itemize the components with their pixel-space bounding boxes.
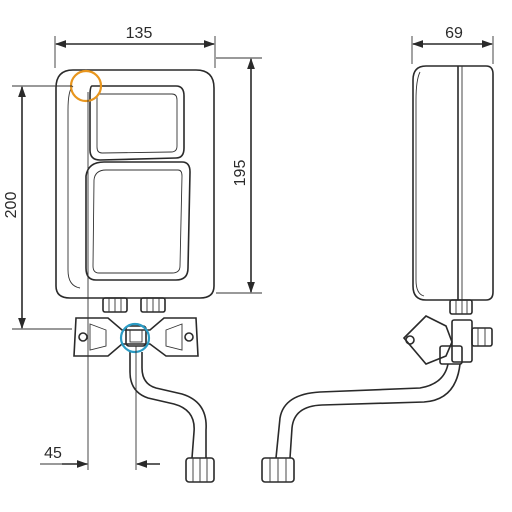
front-lower-panel <box>85 161 191 281</box>
side-view <box>261 65 494 483</box>
width-label: 135 <box>126 25 153 42</box>
dimension-width: 135 <box>54 25 216 68</box>
side-housing <box>412 65 494 301</box>
side-spout <box>275 363 449 459</box>
dimension-depth: 69 <box>411 25 494 64</box>
dimension-total-height: 200 <box>3 85 72 330</box>
total-height-label: 200 <box>3 192 20 219</box>
front-display-panel <box>89 85 185 161</box>
dimension-pipe-offset: 45 <box>40 92 160 470</box>
depth-label: 69 <box>445 25 463 42</box>
front-valve-body <box>73 317 199 357</box>
side-valve-body <box>402 315 453 365</box>
dimension-body-height: 195 <box>216 57 262 294</box>
front-view <box>55 69 215 483</box>
front-spout <box>129 352 195 459</box>
connector-marker <box>119 322 151 354</box>
pipe-offset-label: 45 <box>44 445 62 462</box>
body-height-label: 195 <box>232 160 249 187</box>
front-housing <box>55 69 215 299</box>
